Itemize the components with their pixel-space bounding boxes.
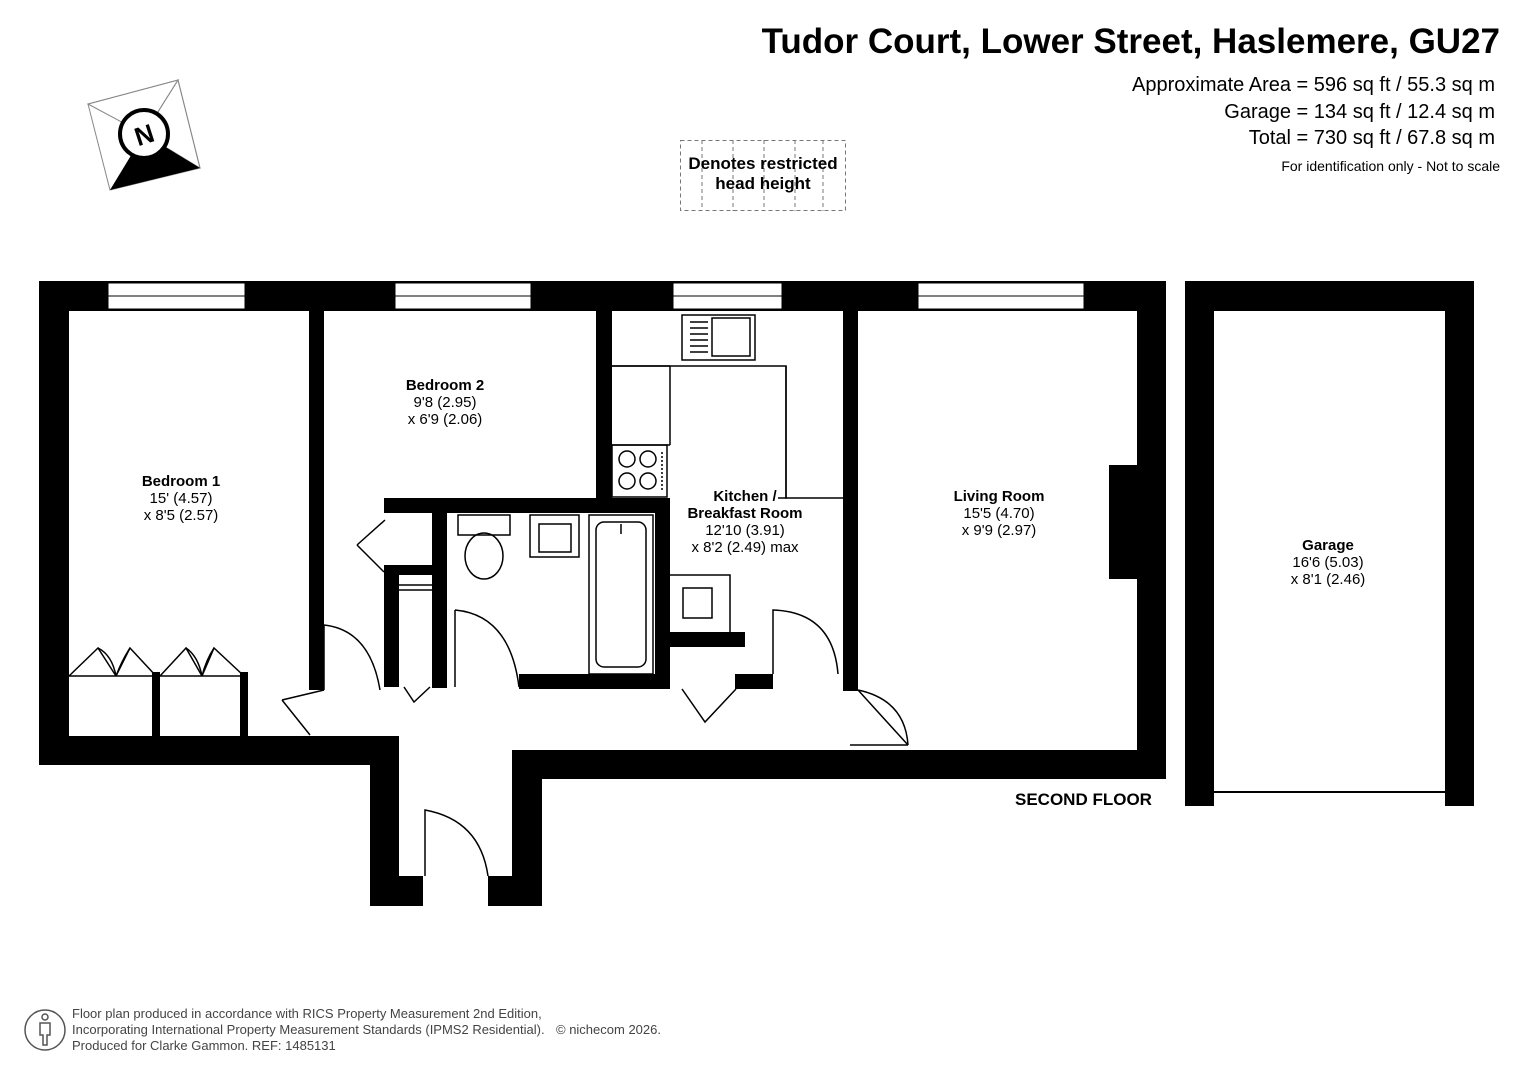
- room-dim-length: 15'5 (4.70): [963, 505, 1035, 522]
- garage-area: Garage = 134 sq ft / 12.4 sq m: [1224, 101, 1495, 123]
- room-dim-length: 9'8 (2.95): [413, 394, 477, 411]
- kitchen-fixtures: [611, 314, 843, 632]
- room-dim-length: 15' (4.57): [149, 490, 213, 507]
- room-name-line-2: Breakfast Room: [687, 505, 803, 522]
- copyright: © nichecom 2026.: [556, 1022, 661, 1037]
- bathroom-fixtures: [457, 514, 654, 675]
- room-dim-length: 12'10 (3.91): [705, 522, 785, 539]
- room-dim-width: x 8'2 (2.49) max: [691, 539, 799, 556]
- room-name: Bedroom 1: [141, 473, 221, 490]
- total-area: Total = 730 sq ft / 67.8 sq m: [1248, 127, 1495, 149]
- legend-line-2: head height: [715, 174, 811, 193]
- room-dim-length: 16'6 (5.03): [1292, 554, 1364, 571]
- person-scale-icon: [24, 1009, 66, 1051]
- interior-walls: [152, 311, 858, 736]
- footer-notes: Floor plan produced in accordance with R…: [72, 1006, 545, 1054]
- approximate-area: Approximate Area = 596 sq ft / 55.3 sq m: [1132, 74, 1495, 96]
- restricted-head-height-legend: Denotes restricted head height: [680, 140, 846, 211]
- legend-hatch-icon: [680, 140, 846, 211]
- doors: [281, 519, 909, 877]
- garage-walls: [1185, 281, 1474, 806]
- room-name: Garage: [1302, 537, 1354, 554]
- room-dim-width: x 9'9 (2.97): [961, 522, 1037, 539]
- cupboard-walls: [384, 584, 447, 591]
- scale-disclaimer: For identification only - Not to scale: [1281, 158, 1500, 174]
- room-name: Living Room: [953, 488, 1045, 505]
- room-living-room: Living Room 15'5 (4.70) x 9'9 (2.97): [954, 488, 1045, 539]
- legend-line-1: Denotes restricted: [688, 154, 838, 173]
- room-dim-width: x 8'5 (2.57): [143, 507, 219, 524]
- room-name: Kitchen /: [713, 488, 777, 505]
- room-name: Bedroom 2: [405, 377, 485, 394]
- room-dim-width: x 8'1 (2.46): [1290, 571, 1366, 588]
- footer-line-1: Floor plan produced in accordance with R…: [72, 1006, 542, 1021]
- floor-label: SECOND FLOOR: [1015, 790, 1152, 809]
- footer-line-2: Incorporating International Property Mea…: [72, 1022, 545, 1037]
- compass-icon: N: [86, 78, 201, 191]
- property-title: Tudor Court, Lower Street, Haslemere, GU…: [761, 22, 1500, 61]
- footer-line-3: Produced for Clarke Gammon. REF: 1485131: [72, 1038, 336, 1053]
- room-bedroom-1: Bedroom 1 15' (4.57) x 8'5 (2.57): [142, 473, 220, 524]
- room-kitchen: Kitchen / Breakfast Room 12'10 (3.91) x …: [687, 488, 802, 556]
- room-dim-width: x 6'9 (2.06): [407, 411, 483, 428]
- room-bedroom-2: Bedroom 2 9'8 (2.95) x 6'9 (2.06): [406, 377, 484, 428]
- room-garage: Garage 16'6 (5.03) x 8'1 (2.46): [1291, 537, 1366, 588]
- wardrobe-doors: [68, 646, 248, 677]
- windows: [107, 282, 1085, 310]
